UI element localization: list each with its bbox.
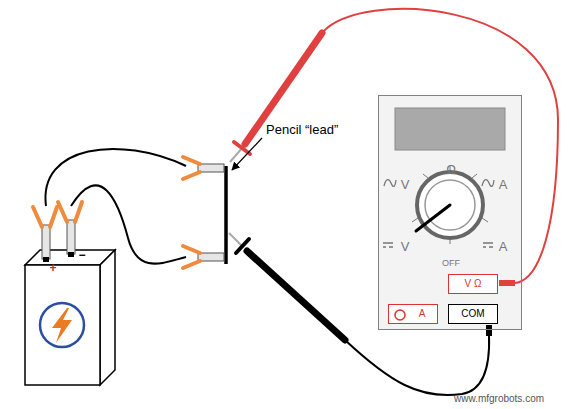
dial-label: Ω	[446, 163, 456, 176]
battery-outline	[20, 200, 120, 390]
dial-label: A	[499, 240, 508, 253]
input-jack: COM	[448, 304, 498, 324]
dial-label: OFF	[442, 259, 460, 268]
probe-plug	[486, 325, 492, 336]
polarity-mark: −	[78, 249, 85, 261]
alligator-clip	[58, 202, 82, 257]
meter-display	[395, 108, 505, 150]
probe-plug	[499, 280, 515, 286]
battery: +−	[20, 200, 120, 390]
alligator-clip	[33, 207, 57, 262]
jack-label: COM	[461, 309, 484, 319]
battery-front	[25, 265, 100, 385]
jack-socket	[395, 310, 405, 320]
dial-label: A	[499, 178, 508, 191]
lightning-bolt	[52, 308, 72, 343]
battery-side	[100, 250, 115, 385]
input-jack: V Ω	[448, 274, 498, 294]
dc-symbol	[483, 243, 493, 247]
meter-body	[378, 95, 522, 330]
callout-label: Pencil “lead”	[264, 123, 340, 137]
probe-wire	[322, 9, 558, 283]
dc-symbol	[383, 243, 393, 247]
dial-label: V	[401, 240, 410, 253]
pencil-lead	[224, 166, 228, 264]
probe-handle	[247, 251, 345, 340]
wire	[45, 149, 186, 206]
alligator-clip	[183, 246, 224, 268]
watermark: www.mfgrobots.com	[452, 393, 546, 404]
dial-ticks	[412, 166, 488, 244]
polarity-mark: +	[49, 262, 56, 274]
dial-label: V	[401, 178, 410, 191]
multimeter: Ω V A V A OFF V Ω A COM	[378, 95, 522, 330]
probe-tip	[229, 233, 242, 246]
ac-symbol	[384, 180, 396, 187]
ac-symbol	[482, 180, 494, 187]
jack-label: A	[419, 309, 426, 319]
jack-label: V Ω	[465, 279, 482, 289]
leader-line	[232, 138, 262, 170]
hazard-icon	[40, 303, 84, 347]
probe-wire	[345, 335, 489, 395]
selector-pointer	[416, 205, 450, 231]
selector-dial	[417, 172, 483, 238]
alligator-clip	[183, 157, 224, 179]
red-probe	[230, 9, 558, 286]
input-jack-outline	[389, 305, 439, 325]
input-jack: A	[388, 304, 438, 324]
